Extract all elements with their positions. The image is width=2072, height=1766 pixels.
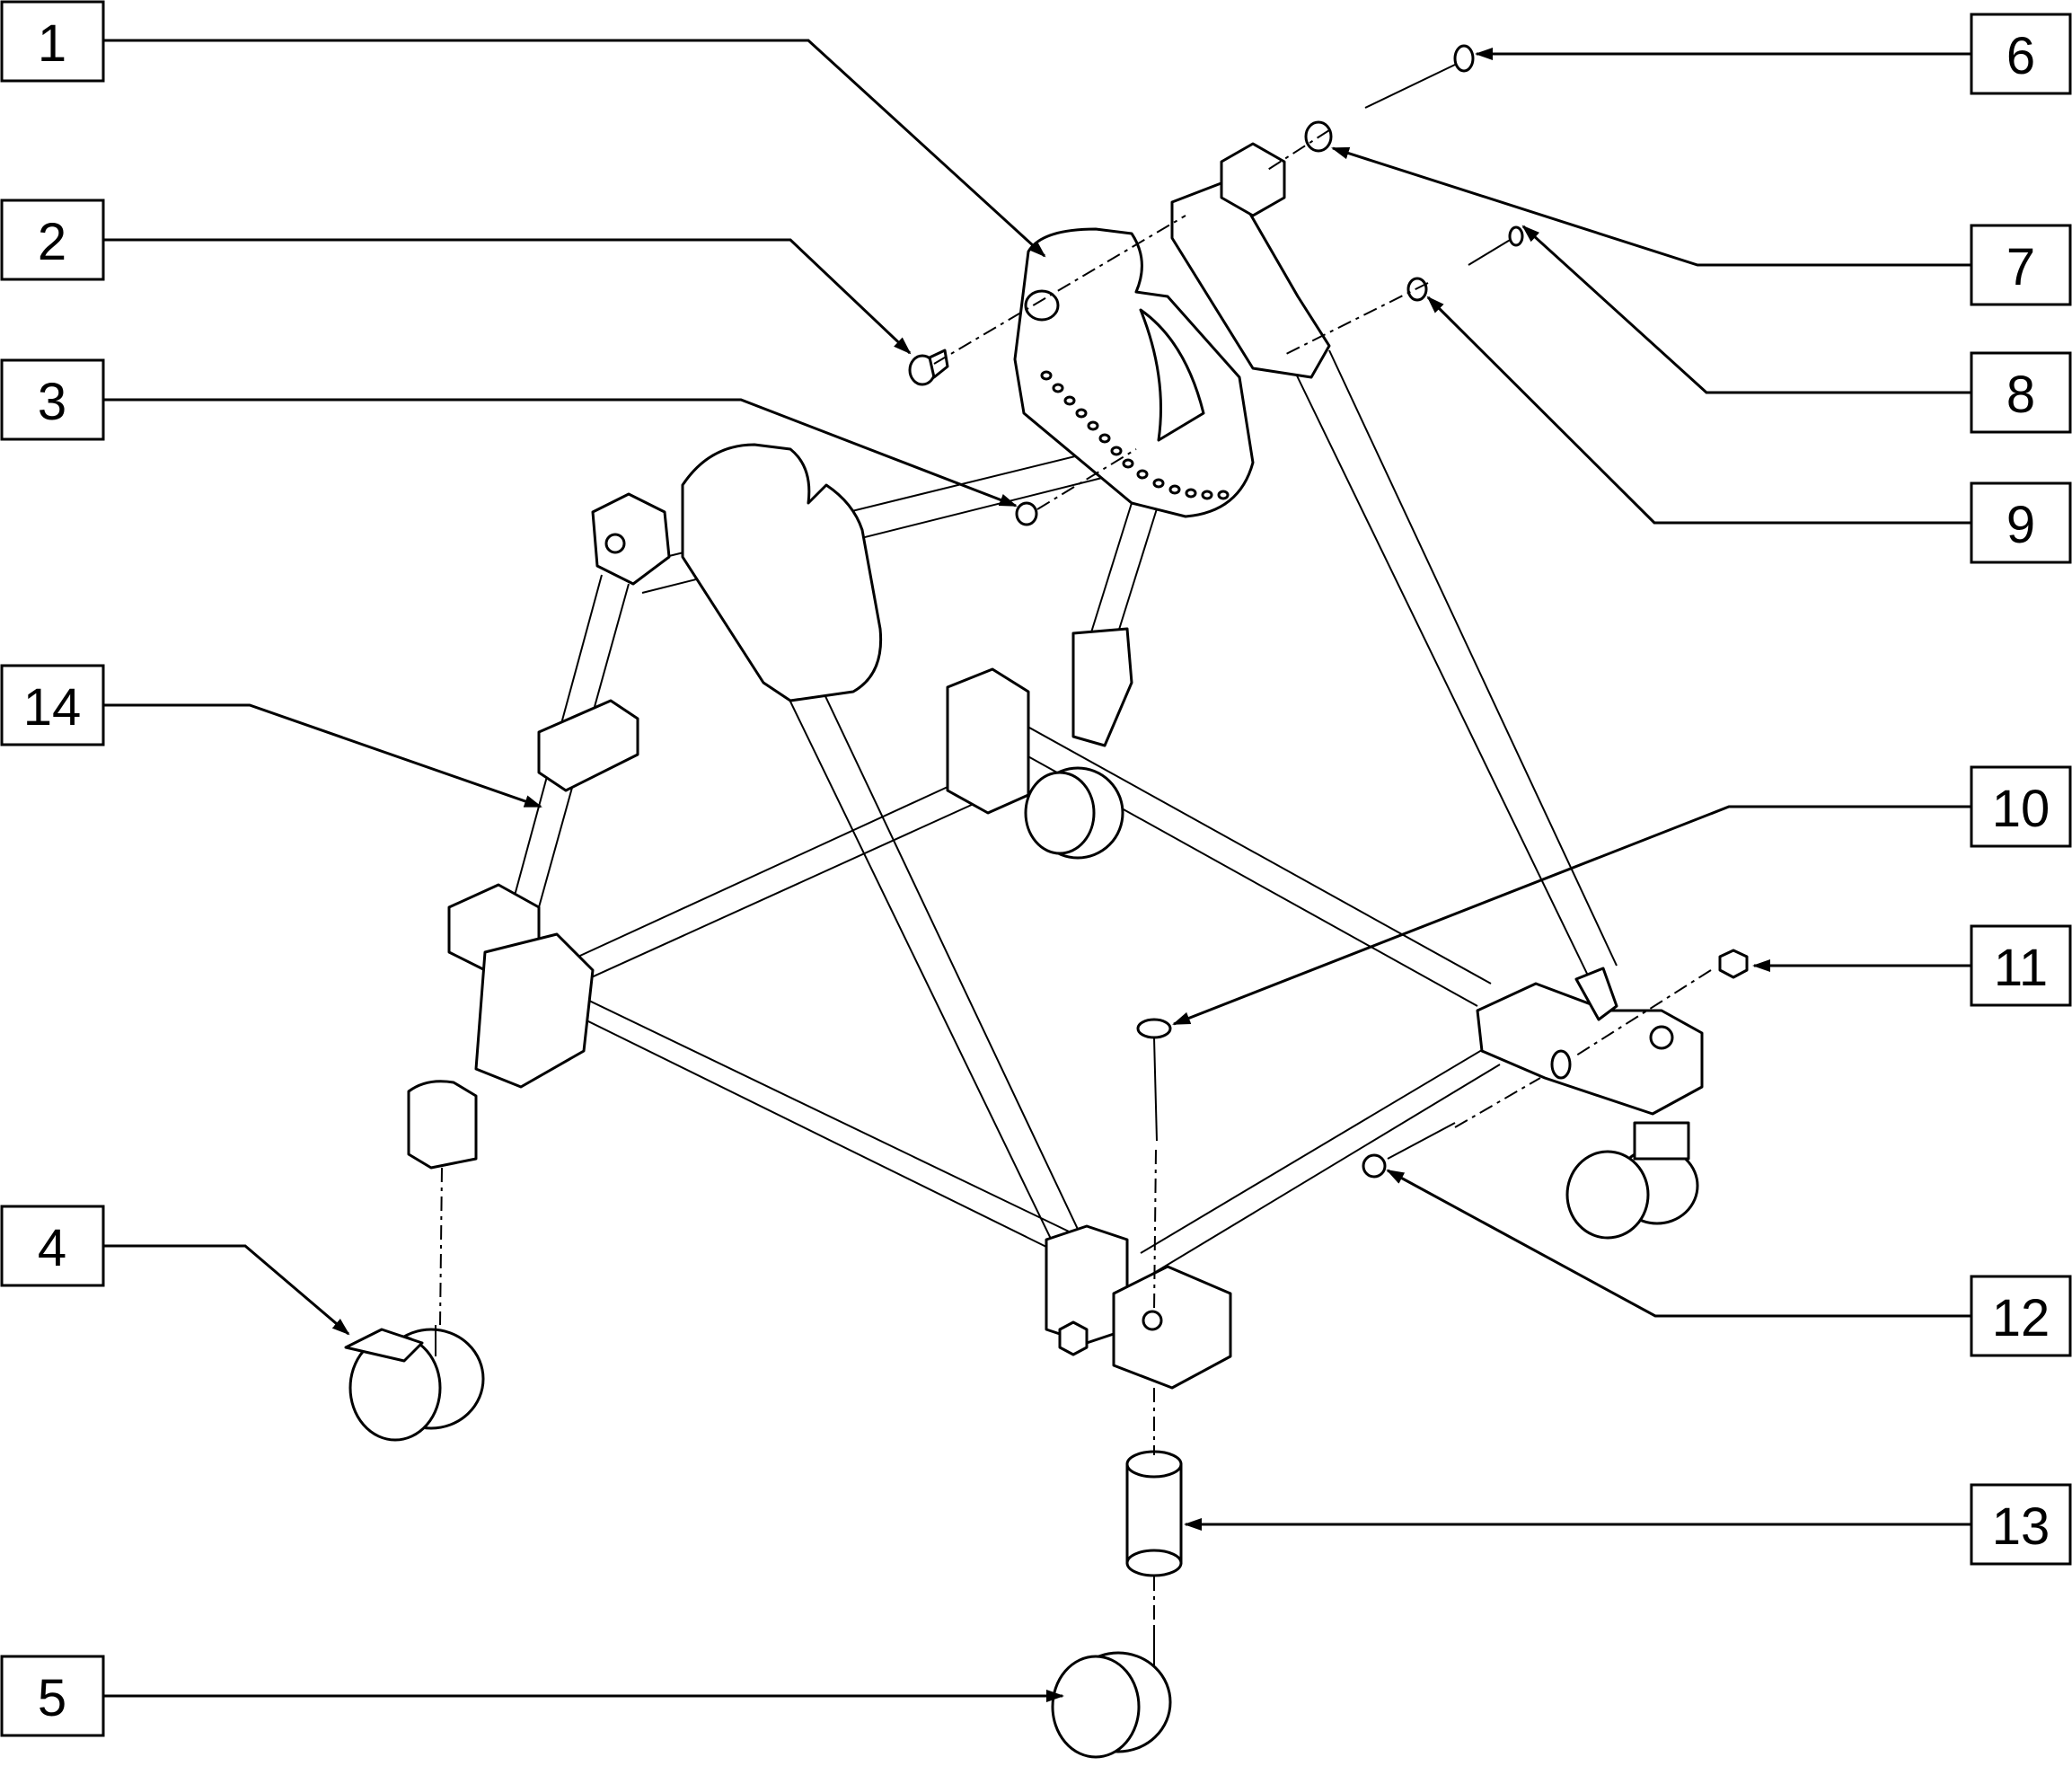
left-foot-cap — [407, 1080, 478, 1170]
callout-box — [1970, 765, 2072, 848]
right-leg-socket — [1574, 967, 1618, 1021]
callout-number: 6 — [2006, 27, 2035, 85]
long-bolt-part — [1364, 44, 1475, 109]
left-base-plate — [474, 932, 595, 1089]
callout-number: 3 — [38, 373, 66, 431]
right-foot-bracket — [1476, 982, 1704, 1116]
phillips-screw-part — [1136, 1018, 1172, 1142]
callout-box — [0, 358, 105, 441]
callout-number: 12 — [1992, 1289, 2050, 1347]
callout-number: 5 — [38, 1669, 66, 1727]
callout-12: 12 — [1970, 1275, 2072, 1357]
callout-box — [1970, 1275, 2072, 1357]
plate-bushing — [1024, 289, 1060, 322]
callout-box — [1970, 13, 2072, 95]
callout-leaders — [103, 39, 1971, 1702]
callout-14: 14 — [0, 664, 105, 746]
assembly-center-lines — [439, 129, 1712, 1626]
tilt-adjustment-plate — [1013, 227, 1255, 518]
callout-number: 8 — [2006, 366, 2035, 424]
rear-caster-wheel — [1024, 766, 1124, 860]
frame-assembly — [407, 142, 1704, 1390]
plate-adjustment-holes — [1040, 370, 1230, 500]
callout-number: 2 — [38, 213, 66, 271]
front-nut — [1058, 1320, 1089, 1356]
lock-washer-part — [1015, 501, 1038, 526]
callout-1: 1 — [0, 0, 105, 83]
callout-box — [0, 1205, 105, 1287]
hex-nut-part — [1718, 949, 1749, 979]
rear-right-tube — [1140, 1041, 1501, 1276]
right-upper-leg — [1292, 349, 1618, 980]
callout-6: 6 — [1970, 13, 2072, 95]
front-socket-hole — [1142, 1310, 1163, 1331]
right-inner-bracket — [1071, 627, 1133, 747]
left-knob-screw-icon — [604, 533, 626, 554]
callout-box — [0, 664, 105, 746]
callout-number: 14 — [23, 678, 82, 737]
callout-5: 5 — [0, 1655, 105, 1737]
callout-number: 1 — [38, 14, 66, 73]
callout-9: 9 — [1970, 481, 2072, 564]
callout-number: 11 — [1994, 939, 2048, 997]
callout-box — [0, 1655, 105, 1737]
left-hinge-housing — [681, 443, 883, 702]
callout-2: 2 — [0, 199, 105, 281]
callout-7: 7 — [1970, 224, 2072, 306]
back-cross-tube — [538, 772, 984, 998]
callout-number: 13 — [1992, 1497, 2050, 1556]
locking-caster-part — [344, 1325, 485, 1442]
callout-number: 7 — [2006, 238, 2035, 296]
spacer-sleeve-part — [1125, 1450, 1183, 1577]
callout-box — [1970, 224, 2072, 306]
callout-box — [0, 199, 105, 281]
callout-box — [1970, 1483, 2072, 1566]
short-bolt-part — [1468, 225, 1524, 266]
callout-box — [0, 0, 105, 83]
callout-box — [1970, 351, 2072, 434]
right-bracket-screw-icon — [1649, 1025, 1674, 1050]
front-cross-tube — [516, 965, 1115, 1276]
caster-wheel-part — [1051, 1626, 1172, 1759]
right-bracket-hole — [1550, 1049, 1572, 1080]
shoulder-screw-part — [908, 349, 949, 386]
callout-4: 4 — [0, 1205, 105, 1287]
right-caster-wheel — [1565, 1121, 1699, 1240]
callout-box — [1970, 924, 2072, 1007]
left-tilt-knob — [591, 492, 671, 586]
callout-8: 8 — [1970, 351, 2072, 434]
callout-11: 11 — [1970, 924, 2072, 1007]
callout-number: 9 — [2006, 496, 2035, 554]
callout-10: 10 — [1970, 765, 2072, 848]
right-inner-leg — [1086, 502, 1159, 648]
callout-box — [1970, 481, 2072, 564]
center-diagonal-leg — [776, 659, 1092, 1267]
front-leg-socket — [1112, 1265, 1232, 1390]
callout-13: 13 — [1970, 1483, 2072, 1566]
left-leg-bracket — [537, 699, 639, 792]
socket-cap-screw-part — [1362, 1122, 1456, 1179]
center-slider-block — [946, 667, 1030, 815]
upper-right-knob — [1220, 142, 1286, 217]
callout-number: 4 — [38, 1219, 66, 1277]
callout-number: 10 — [1992, 780, 2050, 838]
callout-3: 3 — [0, 358, 105, 441]
